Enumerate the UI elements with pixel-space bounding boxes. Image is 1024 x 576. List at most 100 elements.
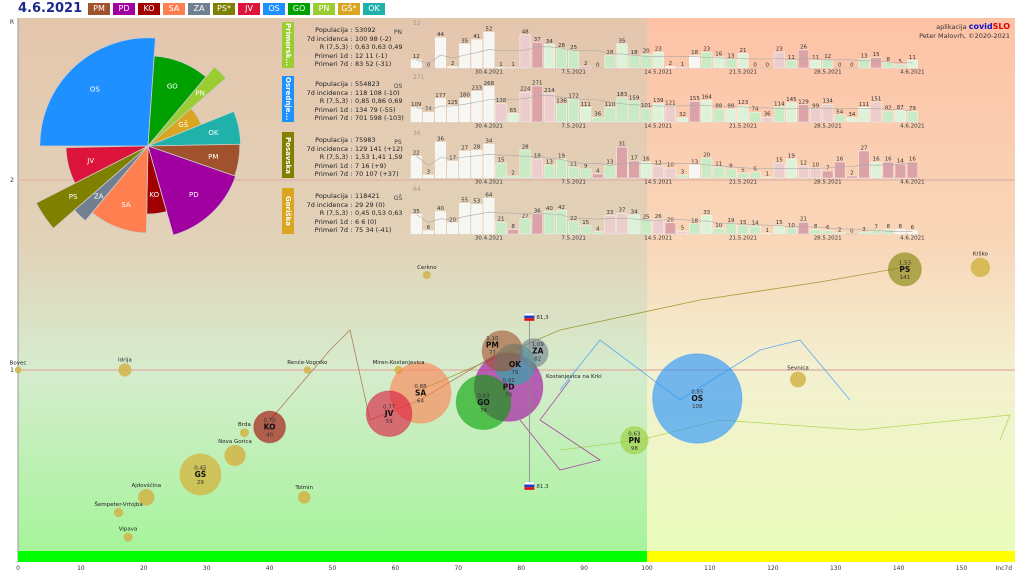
legend-chip-pn[interactable]: PN <box>313 3 335 15</box>
sparkline-value: 13 <box>546 160 553 166</box>
sparkline-value: 1 <box>511 62 515 68</box>
stat-label: Populacija <box>315 192 348 200</box>
sparkline-value: 27 <box>522 213 529 219</box>
sparkline-bar <box>447 160 459 179</box>
sparkline-value: 136 <box>556 98 567 104</box>
sparkline-bar <box>785 228 797 235</box>
legend-chip-pm[interactable]: PM <box>88 3 110 15</box>
stat-label: Primeri 7d <box>314 170 348 178</box>
sparkline-bar <box>906 111 918 123</box>
legend-chip-ko[interactable]: KO <box>138 3 160 15</box>
legend-chip-gš[interactable]: GŠ* <box>338 3 360 15</box>
region-tag[interactable]: Osrednje... <box>282 76 294 122</box>
credit-author: Peter Malovrh, ©2020-2021 <box>919 32 1010 40</box>
legend-chip-ps[interactable]: PS* <box>213 3 235 15</box>
stat-value: 75 34 (-41) <box>355 226 392 234</box>
sparkline-bar <box>543 44 555 69</box>
legend-chip-za[interactable]: ZA <box>188 3 210 15</box>
sparkline-bar <box>677 174 689 179</box>
bubble-inc-label: 82 <box>534 356 541 362</box>
sparkline-value: 271 <box>532 81 543 87</box>
region-bubble-jv <box>365 390 413 438</box>
sparkline-date-label: 28.5.2021 <box>814 180 842 186</box>
sparkline-bar <box>459 43 471 69</box>
region-tag[interactable]: Posavska <box>282 132 294 178</box>
flag-stripe-red <box>524 318 535 321</box>
sparkline-value: 111 <box>859 102 870 108</box>
stat-label: 7d incidenca <box>306 200 348 209</box>
sparkline-bar <box>858 58 870 69</box>
sparkline-bar <box>906 161 918 179</box>
pie-label-ko: KO <box>149 191 159 199</box>
sparkline-value: 33 <box>606 210 613 216</box>
municipality-label: Brda <box>238 422 251 428</box>
legend-chip-go[interactable]: GO <box>288 3 310 15</box>
sparkline-value: 3 <box>427 170 431 176</box>
sparkline-bar <box>894 64 906 69</box>
sparkline-bar <box>410 107 422 123</box>
sparkline-date-label: 30.4.2021 <box>475 124 503 130</box>
stat-label: Primeri 7d <box>314 114 348 122</box>
sparkline-bar <box>677 67 689 69</box>
sparkline-bar <box>495 103 507 123</box>
x-tick-label: 10 <box>77 565 85 572</box>
sparkline-bar <box>725 168 737 179</box>
sparkline-date-label: 30.4.2021 <box>475 70 503 76</box>
sparkline-bar <box>568 166 580 179</box>
region-tag[interactable]: Primorsk... <box>282 22 294 68</box>
sparkline-value: 54 <box>836 109 843 115</box>
sparkline-date-label: 4.6.2021 <box>900 70 925 76</box>
sparkline-bar <box>471 149 483 179</box>
sparkline-bar <box>568 98 580 123</box>
sparkline-bar <box>519 149 531 179</box>
sparkline-bar <box>858 232 870 235</box>
stat-colon: : <box>350 51 353 60</box>
sparkline-bar <box>822 59 834 69</box>
sparkline-value: 1 <box>499 62 503 68</box>
sparkline-value: 15 <box>776 158 783 164</box>
bubble-inc-label: 77 <box>489 351 496 357</box>
sparkline-value: 11 <box>788 55 795 61</box>
sparkline-date-label: 28.5.2021 <box>814 236 842 242</box>
sparkline-bar <box>568 221 580 235</box>
legend-chip-os[interactable]: OS <box>263 3 285 15</box>
sparkline-value: 18 <box>691 218 698 224</box>
sparkline-value: 33 <box>703 210 710 216</box>
stat-value: 75983 <box>355 136 376 144</box>
legend-chip-ok[interactable]: OK <box>363 3 385 15</box>
sparkline-bar <box>507 113 519 123</box>
pie-label-ps: PS <box>69 193 78 201</box>
region-bubble-ps <box>887 252 922 287</box>
sparkline-value: 13 <box>727 54 734 60</box>
sparkline-value: 10 <box>715 223 722 229</box>
legend-chip-sa[interactable]: SA <box>163 3 185 15</box>
sparkline-bar <box>592 173 604 179</box>
sparkline-value: 28 <box>558 43 565 49</box>
sparkline-bar <box>846 117 858 123</box>
legend-chip-pd[interactable]: PD <box>113 3 135 15</box>
bubble-r-label: 0,77 <box>383 405 396 411</box>
region-tag[interactable]: Goriška <box>282 188 294 234</box>
sparkline-value: 19 <box>534 154 541 160</box>
sparkline-bar <box>749 225 761 235</box>
sparkline-value: 34 <box>848 112 855 118</box>
municipality-dot <box>118 363 132 377</box>
brand-covid: covid <box>968 22 993 31</box>
stat-label: Primeri 1d <box>314 217 348 226</box>
stat-value: 1,53 1,41 1,59 <box>355 153 403 161</box>
sparkline-value: 6 <box>427 225 431 231</box>
x-tick-label: 50 <box>329 565 337 572</box>
sparkline-value: 159 <box>629 95 640 101</box>
sparkline-value: 0 <box>596 63 600 69</box>
x-tick-label: 130 <box>830 565 842 572</box>
bubble-code-label: SA <box>415 388 426 397</box>
legend-chip-jv[interactable]: JV <box>238 3 260 15</box>
sparkline-value: 20 <box>449 217 456 223</box>
cases-1d-row: Primeri 1d:7 16 (+9) <box>296 162 403 171</box>
municipality-dot <box>303 366 312 374</box>
x-tick-label: 60 <box>392 565 400 572</box>
stat-label: R (7,5,3) <box>319 97 348 105</box>
sparkline-value: 0 <box>838 63 842 69</box>
